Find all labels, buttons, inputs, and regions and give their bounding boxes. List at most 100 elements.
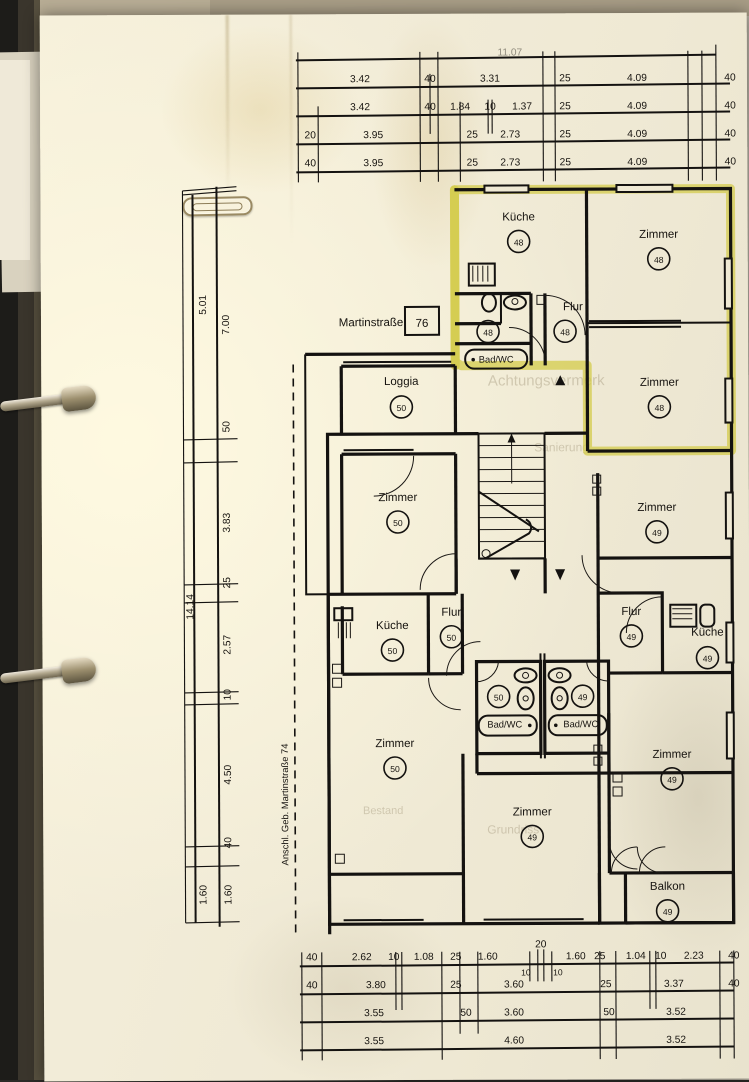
- svg-text:7.00: 7.00: [221, 314, 232, 334]
- svg-text:2.23: 2.23: [684, 951, 704, 962]
- room-unit: 48: [514, 237, 524, 247]
- svg-text:10: 10: [521, 967, 531, 977]
- adjoining-building-label: Anschl. Geb. Martinstraße 74: [279, 743, 291, 865]
- room-name: Zimmer: [513, 806, 552, 818]
- svg-text:40: 40: [424, 74, 436, 85]
- svg-text:1.04: 1.04: [626, 951, 646, 962]
- svg-text:3.55: 3.55: [364, 1036, 384, 1047]
- staircase: [455, 365, 588, 594]
- svg-text:1.60: 1.60: [223, 884, 234, 904]
- svg-text:2.57: 2.57: [222, 634, 233, 654]
- svg-text:25: 25: [450, 952, 462, 963]
- svg-text:50: 50: [460, 1008, 472, 1019]
- room-unit: 49: [652, 528, 662, 538]
- svg-text:40: 40: [724, 101, 736, 112]
- svg-text:20: 20: [535, 939, 547, 950]
- svg-text:3.52: 3.52: [666, 1035, 686, 1046]
- room-name: Flur: [621, 606, 641, 618]
- svg-text:3.60: 3.60: [504, 1007, 524, 1018]
- svg-text:1.08: 1.08: [414, 952, 434, 963]
- floor-plan-sheet: .w { fill:none; stroke:#141210; stroke-w…: [40, 12, 749, 1081]
- room-unit: 48: [483, 328, 493, 338]
- svg-text:1.84: 1.84: [450, 102, 470, 113]
- svg-text:4.09: 4.09: [627, 101, 647, 112]
- house-number-label: 76: [416, 318, 429, 330]
- svg-text:25: 25: [467, 130, 479, 141]
- room-name: Bad/WC: [563, 718, 598, 729]
- room-unit: 50: [447, 633, 457, 643]
- room-unit: 50: [388, 646, 398, 656]
- svg-text:5.01: 5.01: [198, 295, 209, 315]
- svg-text:3.83: 3.83: [222, 512, 233, 532]
- apartment-48-walls: [454, 185, 732, 452]
- svg-text:Sanierung: Sanierung: [534, 440, 589, 454]
- svg-text:1.60: 1.60: [198, 885, 209, 905]
- room-name: Zimmer: [640, 377, 679, 389]
- street-name-label: Martinstraße: [339, 317, 404, 329]
- svg-text:3.55: 3.55: [364, 1008, 384, 1019]
- svg-text:4.09: 4.09: [627, 73, 647, 84]
- room-name: Küche: [691, 627, 724, 639]
- svg-text:3.80: 3.80: [366, 980, 386, 991]
- svg-text:3.60: 3.60: [504, 979, 524, 990]
- svg-text:4.09: 4.09: [627, 129, 647, 140]
- svg-text:25: 25: [560, 129, 572, 140]
- room-name: Loggia: [384, 376, 419, 388]
- svg-text:25: 25: [594, 951, 606, 962]
- svg-text:3.42: 3.42: [350, 74, 370, 85]
- svg-text:1.60: 1.60: [566, 951, 586, 962]
- svg-text:2.62: 2.62: [352, 952, 372, 963]
- svg-text:25: 25: [559, 73, 571, 84]
- room-name: Küche: [502, 211, 535, 223]
- svg-text:10: 10: [655, 951, 667, 962]
- room-unit: 49: [627, 632, 637, 642]
- svg-text:40: 40: [223, 837, 234, 849]
- dimension-block-bottom: 40 2.62 10 1.08 25 1.60 20 10 10 1.60 25…: [300, 939, 741, 1061]
- room-name: Bad/WC: [479, 353, 514, 364]
- svg-text:40: 40: [728, 951, 740, 962]
- svg-text:3.95: 3.95: [363, 130, 383, 141]
- svg-text:14.14: 14.14: [185, 594, 196, 620]
- svg-text:3.52: 3.52: [666, 1007, 686, 1018]
- svg-text:40: 40: [728, 979, 740, 990]
- svg-text:25: 25: [222, 577, 233, 589]
- room-name: Zimmer: [375, 738, 414, 750]
- room-unit: 49: [578, 692, 588, 702]
- room-name: Küche: [376, 620, 409, 632]
- center-bathrooms: [476, 653, 609, 774]
- apartment-50-walls: [327, 362, 481, 935]
- svg-text:20: 20: [305, 130, 317, 141]
- svg-text:40: 40: [424, 102, 436, 113]
- svg-text:3.37: 3.37: [664, 979, 684, 990]
- svg-text:10: 10: [553, 967, 563, 977]
- svg-text:50: 50: [603, 1007, 615, 1018]
- svg-text:25: 25: [450, 980, 462, 991]
- svg-text:3.31: 3.31: [480, 74, 500, 85]
- adjoining-building-boundary: Anschl. Geb. Martinstraße 74: [277, 364, 295, 934]
- svg-text:40: 40: [305, 158, 317, 169]
- dimension-block-top: 11.07 3.42 40 3.31 25 4.09 40 3.42 40 1.…: [296, 45, 737, 183]
- room-unit: 48: [654, 255, 664, 265]
- room-name: Zimmer: [639, 229, 678, 241]
- room-unit: 49: [667, 775, 677, 785]
- svg-text:4.50: 4.50: [223, 764, 234, 784]
- room-unit: 50: [390, 764, 400, 774]
- svg-text:40: 40: [725, 129, 737, 140]
- svg-text:25: 25: [559, 101, 571, 112]
- room-unit: 48: [655, 403, 665, 413]
- room-name: Bad/WC: [487, 718, 522, 729]
- dimension-block-left: 5.01 7.00 50 3.83 25 2.57 10 4.50 40 1.6…: [182, 187, 239, 927]
- room-name: Flur: [563, 301, 583, 313]
- street-label-group: Martinstraße 76: [339, 307, 439, 335]
- room-unit: 50: [397, 403, 407, 413]
- svg-text:2.73: 2.73: [500, 129, 520, 140]
- svg-text:25: 25: [467, 158, 479, 169]
- room-unit: 48: [560, 327, 570, 337]
- svg-text:10: 10: [388, 952, 400, 963]
- svg-text:25: 25: [600, 979, 612, 990]
- room-unit: 50: [494, 693, 504, 703]
- svg-text:3.95: 3.95: [363, 158, 383, 169]
- room-name: Zimmer: [378, 492, 417, 504]
- svg-text:10: 10: [484, 102, 496, 113]
- svg-text:25: 25: [560, 157, 572, 168]
